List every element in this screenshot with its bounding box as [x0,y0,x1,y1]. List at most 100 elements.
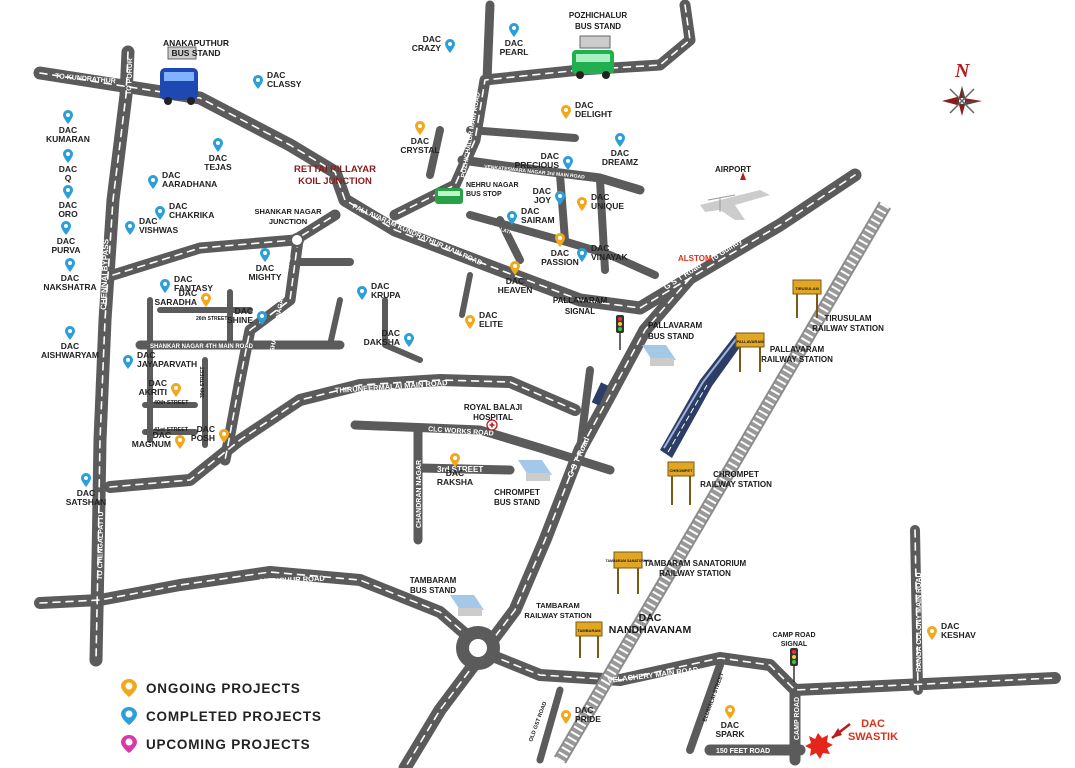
swastik-burst-icon [805,733,833,759]
signboard-sanatorium-text: TAMBARAM SANATORIUM [606,559,651,563]
road-label-shankar-4th: SHANKAR NAGAR 4TH MAIN ROAD [150,344,254,350]
third-street-road [415,463,515,475]
nehru-bus-icon [435,188,463,204]
side-road-b [426,126,444,179]
blue-location-pin-icon [121,707,137,725]
side-road-c [496,171,609,274]
road-label-clc-works: CLC WORKS ROAD [428,426,494,438]
side-road-a [466,126,579,142]
road-network [33,0,1061,768]
signboard-chrompet-text: CHROMPET [670,468,693,473]
legend-upcoming: UPCOMING PROJECTS [120,732,310,756]
signboard-tirusulam: TIRUSULAM [792,279,822,318]
train-icon [660,335,745,458]
lane-markings [39,4,1056,768]
road-label-to-porur: TO PORUR [126,58,134,95]
road-label-41st: 41st STREET [154,427,189,433]
annai-road [327,272,473,363]
road-label-26th: 26th STREET [196,316,227,322]
airport-plane-icon [700,190,770,220]
signboard-tirusulam-text: TIRUSULAM [795,286,819,291]
inner-streets [142,289,253,448]
signboard-sanatorium: TAMBARAM SANATORIUM [606,551,651,594]
anakaputhur-bus-icon [160,46,198,105]
signboard-pallavaram: PALLAVARAM [735,332,765,372]
road-label-chennai-bypass: CHENNAI BYPASS [99,238,110,310]
pearl-road [482,0,495,85]
pozhichalur-bus-icon [572,35,614,79]
signboard-pallavaram-text: PALLAVARAM [736,339,764,344]
road-label-camp-road: CAMP ROAD [794,697,801,740]
pallavaram-traffic-signal-icon [616,315,624,350]
compass-north-label: N [954,60,971,82]
signboard-chrompet: CHROMPET [667,461,695,505]
